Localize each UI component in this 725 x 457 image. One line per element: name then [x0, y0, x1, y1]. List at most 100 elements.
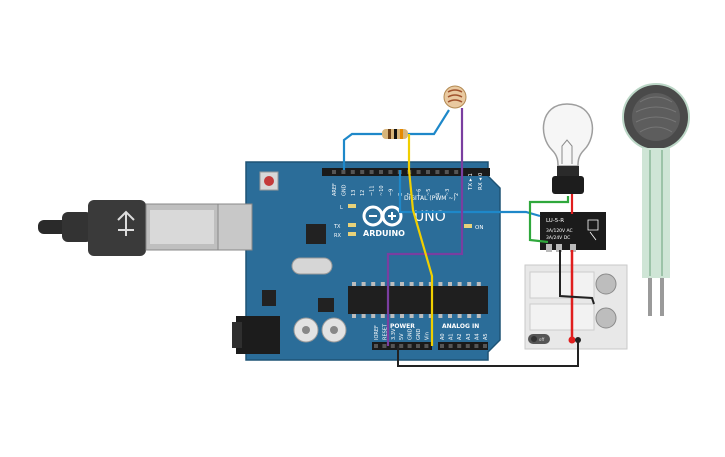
digital-header	[322, 168, 490, 176]
digital-pin-label: ~3	[445, 189, 451, 196]
chip-leg	[419, 282, 424, 286]
digital-pin-label: 2	[454, 193, 460, 196]
relay-rating-ac: 3A/120V AC	[546, 228, 573, 234]
digital-pin-label: ~9	[388, 189, 394, 196]
digital-pin-label: ~10	[379, 185, 385, 196]
pin-socket[interactable]	[448, 344, 453, 348]
photoresistor-icon[interactable]	[443, 85, 467, 109]
force-sensor-icon[interactable]	[622, 83, 690, 316]
chip-leg	[380, 314, 385, 318]
chip-leg	[409, 314, 414, 318]
power-pin-label: RESET	[382, 323, 388, 340]
pin-socket[interactable]	[360, 170, 365, 174]
power-pin-label: 3.3V	[391, 328, 397, 340]
pin-socket[interactable]	[399, 344, 404, 348]
wire-black-gnd[interactable]	[397, 340, 579, 367]
wire-green[interactable]	[528, 196, 570, 244]
pin-socket[interactable]	[382, 344, 387, 348]
pin-socket[interactable]	[407, 344, 412, 348]
wire-yellow[interactable]	[407, 134, 434, 346]
led-tx-label: TX	[333, 224, 341, 230]
wire-blue-ldr[interactable]	[408, 109, 450, 136]
digital-pin-label: 12	[360, 190, 366, 196]
usb-cable-icon[interactable]	[38, 200, 219, 256]
power-pin-label: Vin	[424, 332, 430, 340]
pin-socket[interactable]	[444, 170, 449, 174]
pin-socket[interactable]	[483, 344, 487, 348]
power-pin-label: IOREF	[374, 325, 380, 340]
pin-socket[interactable]	[457, 344, 462, 348]
chip-leg	[438, 282, 443, 286]
chip-leg	[400, 282, 404, 286]
breadboard[interactable]: off	[524, 264, 628, 350]
pin-socket[interactable]	[465, 344, 470, 348]
analog-header	[438, 342, 488, 350]
chip-leg	[419, 314, 424, 318]
chip-leg	[390, 314, 395, 318]
relay-rating-dc: 3A/24V DC	[546, 235, 570, 241]
pin-socket[interactable]	[379, 170, 383, 174]
chip-leg	[428, 314, 433, 318]
pin-socket[interactable]	[435, 170, 440, 174]
pin-socket[interactable]	[341, 170, 346, 174]
on-led-label: ON	[475, 225, 483, 231]
analog-pin-label: A5	[483, 333, 489, 340]
pin-socket[interactable]	[332, 170, 336, 174]
power-pin-label: GND	[408, 328, 414, 340]
pin-socket[interactable]	[350, 170, 355, 174]
pin-socket[interactable]	[416, 170, 421, 174]
digital-pin-label: 7	[407, 193, 413, 196]
power-pin-label: 5V	[399, 333, 405, 340]
pin-socket[interactable]	[416, 344, 420, 348]
chip-leg	[448, 314, 452, 318]
pin-socket[interactable]	[474, 344, 479, 348]
led-rx-label: RX	[334, 233, 341, 239]
chip-leg	[467, 314, 472, 318]
digital-pin-label: ~11	[370, 185, 376, 196]
digital-pin-label: ~6	[417, 189, 423, 196]
digital-pin-label: GND	[341, 184, 347, 196]
pin-socket[interactable]	[424, 344, 429, 348]
arduino-logo-icon	[362, 205, 403, 227]
pin-socket[interactable]	[374, 344, 378, 348]
chip-leg	[457, 282, 462, 286]
pin-socket[interactable]	[369, 170, 374, 174]
digital-pin-label: 4	[435, 193, 441, 196]
brand-label: ARDUINO	[363, 229, 405, 238]
pin-socket[interactable]	[426, 170, 430, 174]
chip-leg	[380, 282, 385, 286]
pin-socket[interactable]	[388, 170, 393, 174]
chip-leg	[467, 282, 472, 286]
digital-pin-label: ~5	[426, 189, 432, 196]
chip-leg	[428, 282, 433, 286]
wire-blue-gnd[interactable]	[342, 132, 382, 170]
analog-pin-label: A3	[466, 333, 472, 340]
digital-label: DIGITAL (PWM ~)	[404, 195, 456, 202]
chip-leg	[476, 282, 481, 286]
relay-symbol-icon	[587, 219, 599, 241]
rx-pin-label: RX ◂ 0	[478, 172, 484, 190]
chip-leg	[371, 282, 376, 286]
wires	[342, 108, 595, 367]
crystal	[291, 257, 333, 275]
analog-pin-label: A0	[440, 333, 446, 340]
analog-pin-label: A1	[449, 333, 455, 340]
chip-leg	[361, 314, 366, 318]
relay-module[interactable]: LU-5-R 3A/120V AC 3A/24V DC	[540, 212, 606, 252]
pin-socket[interactable]	[390, 344, 395, 348]
wire-black-relay[interactable]	[559, 250, 595, 305]
chip-leg	[409, 282, 414, 286]
usb-chip	[306, 224, 326, 244]
tx-pin-label: TX ▸ 1	[468, 173, 474, 191]
pin-socket[interactable]	[440, 344, 444, 348]
chip-leg	[476, 314, 481, 318]
analog-pin-label: A4	[474, 333, 480, 340]
light-bulb-icon[interactable]	[542, 103, 594, 194]
pin-socket[interactable]	[454, 170, 459, 174]
